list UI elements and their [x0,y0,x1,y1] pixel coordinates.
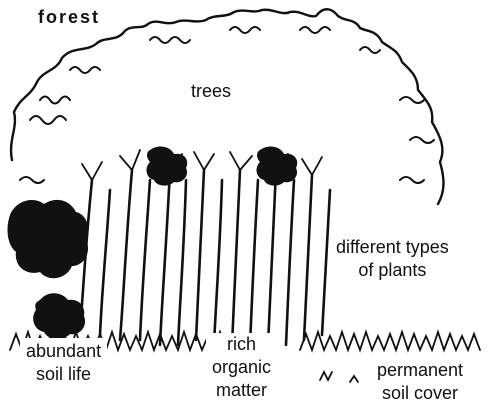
tree-trunks [80,170,330,345]
label-different-plants: different types of plants [330,234,455,284]
title-text: forest [38,6,100,29]
label-soil-life-line-2: soil life [26,363,101,386]
label-organic-line-3: matter [212,379,271,402]
canopy-scribble-left [20,67,100,183]
label-plants-line-2: of plants [336,259,449,282]
label-trees-line-1: trees [191,80,231,103]
label-soil-cover: permanent soil cover [371,357,469,406]
label-organic-line-2: organic [212,356,271,379]
label-trees: trees [187,80,235,103]
label-soil-life: abundant soil life [20,338,107,388]
canopy-outline [11,9,443,204]
label-soil-cover-line-1: permanent [377,359,463,382]
label-organic-matter: rich organic matter [206,333,277,402]
label-plants-line-1: different types [336,236,449,259]
label-soil-cover-line-2: soil cover [377,382,463,405]
canopy-scribble-top [150,27,380,53]
diagram-title: forest [38,6,100,29]
label-soil-life-line-1: abundant [26,340,101,363]
canopy-scribble-right [400,97,434,183]
label-organic-line-1: rich [212,333,271,356]
